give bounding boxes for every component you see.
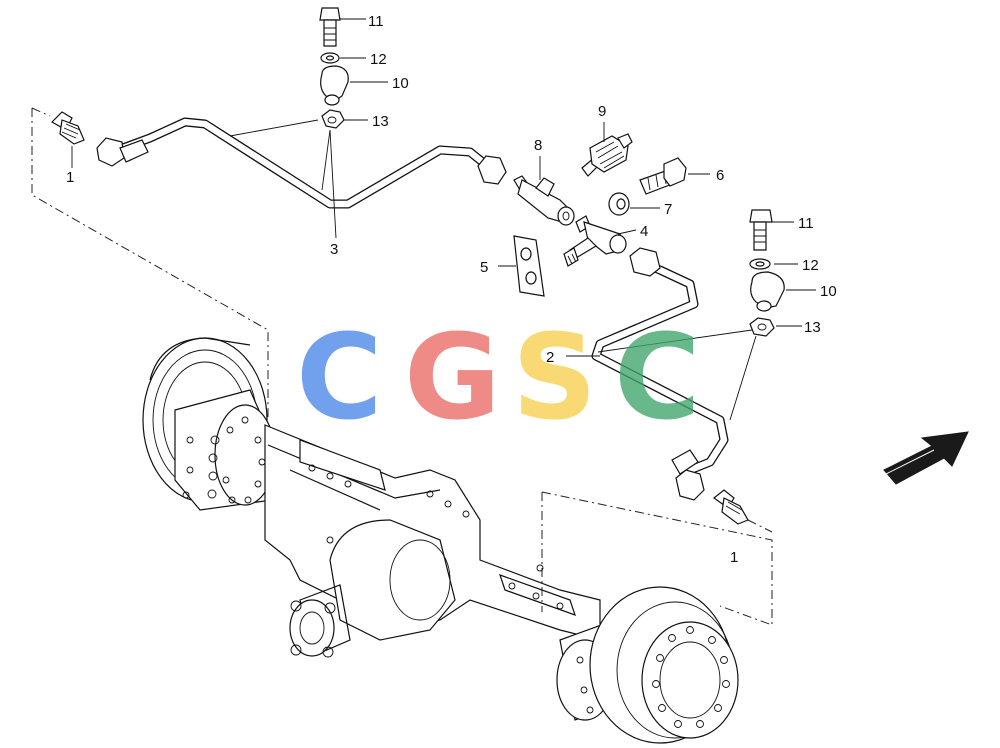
connector-8 xyxy=(513,175,575,226)
fastener-stack-top xyxy=(319,7,349,129)
callout-4: 4 xyxy=(640,223,648,240)
axle-housing xyxy=(264,424,601,658)
pipe-nut-right xyxy=(477,155,507,185)
callout-1-left: 1 xyxy=(66,169,74,186)
union-fitting-right xyxy=(713,489,749,525)
watermark-logo: C G S C xyxy=(296,308,701,446)
callout-8: 8 xyxy=(534,137,542,154)
watermark-letter-3: S xyxy=(512,308,597,446)
fastener-stack-right xyxy=(749,209,785,337)
watermark-letter-4: C xyxy=(614,308,701,446)
axle-assembly xyxy=(142,337,739,744)
washer-7 xyxy=(608,192,630,216)
callout-9: 9 xyxy=(598,103,606,120)
watermark-letter-1: C xyxy=(296,308,383,446)
callout-10-right: 10 xyxy=(820,283,837,300)
drive-flange xyxy=(289,599,336,658)
installation-dashed-lines xyxy=(31,107,773,626)
callout-12-right: 12 xyxy=(802,257,819,274)
callout-7: 7 xyxy=(664,201,672,218)
callout-12-top: 12 xyxy=(370,51,387,68)
right-wheel-hub xyxy=(556,586,739,744)
bolt-6 xyxy=(639,157,687,195)
callout-labels: 1 1 2 3 4 5 6 7 8 9 10 10 11 11 12 12 13… xyxy=(66,13,837,566)
valve-9 xyxy=(581,133,633,177)
leader-lines xyxy=(71,18,816,421)
callout-13-right: 13 xyxy=(804,319,821,336)
mounting-plate-5 xyxy=(513,235,545,297)
watermark-letter-2: G xyxy=(404,308,501,446)
tee-fitting-4 xyxy=(563,215,627,267)
callout-11-top: 11 xyxy=(368,13,384,30)
union-fitting-left xyxy=(51,111,85,145)
brake-pipe-left xyxy=(96,117,507,209)
callout-6: 6 xyxy=(716,167,724,184)
callout-2: 2 xyxy=(546,349,554,366)
pipe-nut-left xyxy=(96,137,149,167)
callout-13-top: 13 xyxy=(372,113,389,130)
callout-10-top: 10 xyxy=(392,75,409,92)
forward-direction-arrow-icon xyxy=(883,431,969,485)
left-wheel-hub xyxy=(142,337,276,511)
callout-3: 3 xyxy=(330,241,338,258)
callout-1-right: 1 xyxy=(730,549,738,566)
callout-11-right: 11 xyxy=(798,215,814,232)
callout-5: 5 xyxy=(480,259,488,276)
